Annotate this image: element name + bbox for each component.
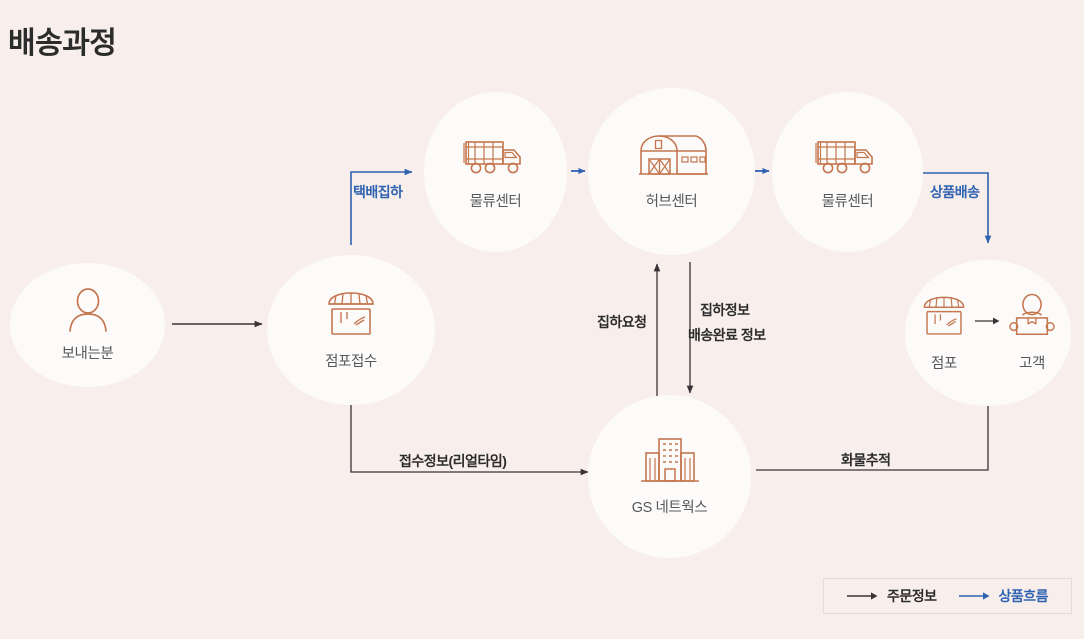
connector-store-to-dc1 <box>350 168 413 245</box>
truck-icon <box>462 134 530 180</box>
flow-label-cargo-tracking: 화물추적 <box>841 452 891 468</box>
office-building-icon <box>638 436 702 486</box>
flow-label-pickup-info-line1: 집하정보 <box>700 302 750 318</box>
legend: 주문정보 상품흐름 <box>823 578 1072 614</box>
connector-dc2-to-delivery <box>923 172 992 244</box>
delivery-customer: 고객 <box>1007 293 1057 373</box>
page-title: 배송과정 <box>8 27 117 60</box>
node-logistics-center-1-label: 물류센터 <box>469 193 522 210</box>
node-sender[interactable]: 보내는분 <box>10 263 165 387</box>
arrow-right-icon <box>958 591 991 601</box>
delivery-customer-label: 고객 <box>1019 355 1045 372</box>
storefront-icon <box>919 294 969 340</box>
node-store-reception[interactable]: 점포접수 <box>267 255 435 405</box>
node-hub-center[interactable]: 허브센터 <box>588 88 755 255</box>
legend-item-goods-flow: 상품흐름 <box>958 586 1049 606</box>
store-customer-group: 점포 고 <box>919 293 1057 373</box>
flow-label-reception-info: 접수정보(리얼타임) <box>399 453 507 469</box>
node-logistics-center-2-label: 물류센터 <box>821 193 874 210</box>
person-icon <box>67 287 109 332</box>
node-store-reception-label: 점포접수 <box>325 353 377 370</box>
customer-with-box-icon <box>1007 293 1057 340</box>
arrow-right-icon <box>975 294 1001 348</box>
connector-gs-to-delivery <box>756 391 992 471</box>
node-store-to-customer[interactable]: 점포 고 <box>905 260 1071 406</box>
delivery-store-label: 점포 <box>931 355 957 372</box>
flow-label-product-delivery: 상품배송 <box>930 184 980 200</box>
arrow-right-icon <box>846 591 879 601</box>
warehouse-icon <box>636 132 708 180</box>
legend-label-goods-flow: 상품흐름 <box>998 588 1049 604</box>
delivery-store: 점포 <box>919 294 969 373</box>
legend-label-order-info: 주문정보 <box>886 588 937 604</box>
node-gs-networks-label: GS 네트웍스 <box>631 500 708 516</box>
flow-label-pickup-request: 집하요청 <box>597 314 647 330</box>
storefront-icon <box>323 290 379 340</box>
node-logistics-center-2[interactable]: 물류센터 <box>772 92 923 252</box>
node-hub-center-label: 허브센터 <box>645 194 698 210</box>
truck-icon <box>814 134 882 180</box>
node-sender-label: 보내는분 <box>61 345 114 362</box>
legend-item-order-info: 주문정보 <box>846 586 937 606</box>
node-gs-networks[interactable]: GS 네트웍스 <box>588 395 751 558</box>
node-logistics-center-1[interactable]: 물류센터 <box>424 92 567 252</box>
flow-label-pickup-info-line2: 배송완료 정보 <box>688 327 766 343</box>
connector-store-to-gs <box>350 404 589 476</box>
flow-label-parcel-pickup: 택배집하 <box>353 184 403 200</box>
